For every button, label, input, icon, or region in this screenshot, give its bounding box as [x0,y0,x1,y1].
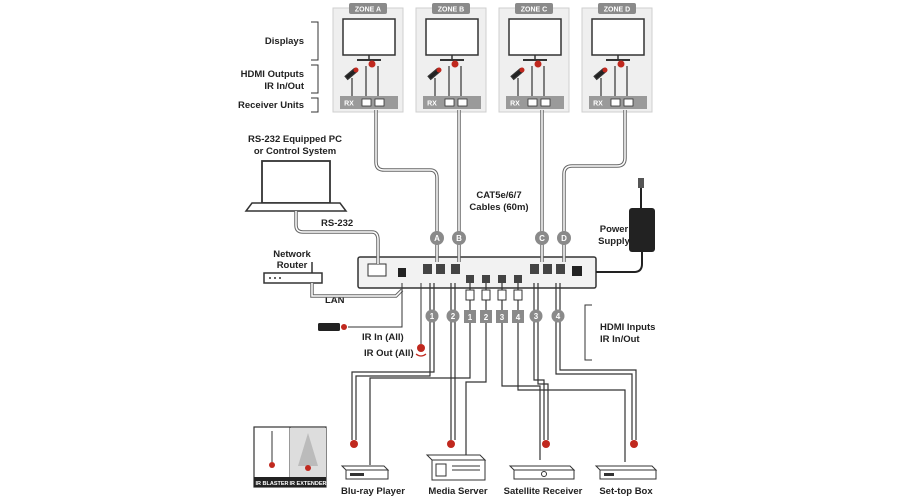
power-supply-label-2: Supply [598,236,630,247]
ir-port-badge-2: 2 [446,309,460,323]
zone-hdmi-ir-details [344,60,628,96]
ir-blaster-icon [269,431,275,468]
zone-b-label: ZONE B [438,7,464,14]
hdmi-port-badge-2: 2 [480,310,492,323]
router-icon [263,262,323,284]
source-label-1: Blu-ray Player [341,486,405,497]
ir-in-all-label: IR In (All) [362,332,404,343]
svg-text:B: B [456,234,462,243]
port-badge-b: B [452,231,466,245]
svg-text:C: C [539,234,545,243]
rx-label-b: RX [427,101,437,108]
legend: IR BLASTER IR EXTENDER [253,426,327,488]
zone-a: ZONE A RX [332,3,404,113]
hdmi-outputs-label-2: IR In/Out [264,81,304,92]
display-b [425,18,479,56]
ir-out-all-emitter-icon [417,344,425,352]
port-badge-c: C [535,231,549,245]
svg-text:D: D [561,234,567,243]
display-a [342,18,396,56]
svg-text:1: 1 [430,312,435,321]
hdmi-inputs-label: HDMI Inputs [600,322,655,333]
hdmi-outputs-bracket [311,64,319,94]
ir-port-badge-4: 4 [551,309,565,323]
hdmi-inputs-label-2: IR In/Out [600,334,640,345]
port-badge-a: A [430,231,444,245]
hdmi-port-badge-1: 1 [464,310,476,323]
displays-bracket [311,21,319,61]
set-top-box-icon [594,465,658,480]
rs232-label: RS-232 [321,218,353,229]
svg-text:1: 1 [468,313,473,322]
blu-ray-player-icon [340,465,390,480]
rs232-pc-label-2: or Control System [254,146,336,157]
network-router-label: Network [273,249,311,260]
source-label-4: Set-top Box [599,486,653,497]
cat-cables [374,110,627,232]
svg-text:2: 2 [484,313,489,322]
rx-label-a: RX [344,101,354,108]
rx-label-c: RX [510,101,520,108]
hdmi-port-badge-4: 4 [512,310,524,323]
display-c [508,18,562,56]
satellite-receiver-icon [508,465,576,480]
receiver-units-label: Receiver Units [238,100,304,111]
hdmi-inputs-bracket [584,304,592,361]
displays-label: Displays [265,36,304,47]
cat-cables-label: CAT5e/6/7 [476,190,521,201]
ir-port-badge-1: 1 [425,309,439,323]
network-router-label-2: Router [277,260,308,271]
source-wires [351,283,637,465]
source-label-3: Satellite Receiver [504,486,583,497]
svg-text:4: 4 [516,313,521,322]
power-supply-icon [596,178,655,273]
rs232-pc-label: RS-232 Equipped PC [248,134,342,145]
legend-ir-extender: IR EXTENDER [290,481,327,487]
rx-label-d: RX [593,101,603,108]
svg-text:3: 3 [534,312,539,321]
source-ir-emitters [350,440,638,448]
power-supply-label: Power [600,224,629,235]
cat-cables-label-2: Cables (60m) [469,202,528,213]
hdmi-input-connectors [465,289,523,301]
laptop-icon [244,160,348,212]
zone-a-label: ZONE A [355,7,381,14]
zone-c-label: ZONE C [521,7,547,14]
ir-extender-icon [290,428,326,477]
ir-out-all-label: IR Out (All) [364,348,414,359]
svg-text:3: 3 [500,313,505,322]
zone-c: ZONE C RX [498,3,570,113]
media-server-icon [425,454,487,481]
source-label-2: Media Server [428,486,487,497]
svg-text:2: 2 [451,312,456,321]
lan-label: LAN [325,295,345,306]
hdmi-port-badge-3: 3 [496,310,508,323]
hdmi-outputs-label: HDMI Outputs [241,69,304,80]
svg-text:4: 4 [556,312,561,321]
svg-text:A: A [434,234,440,243]
ir-in-all-remote-icon [318,323,347,331]
port-badge-d: D [557,231,571,245]
receiver-units-bracket [311,97,319,113]
zone-b: ZONE B RX [415,3,487,113]
ir-port-badge-3: 3 [529,309,543,323]
legend-ir-blaster: IR BLASTER [256,481,289,487]
zone-d: ZONE D RX [581,3,653,113]
display-d [591,18,645,56]
zone-d-label: ZONE D [604,7,630,14]
